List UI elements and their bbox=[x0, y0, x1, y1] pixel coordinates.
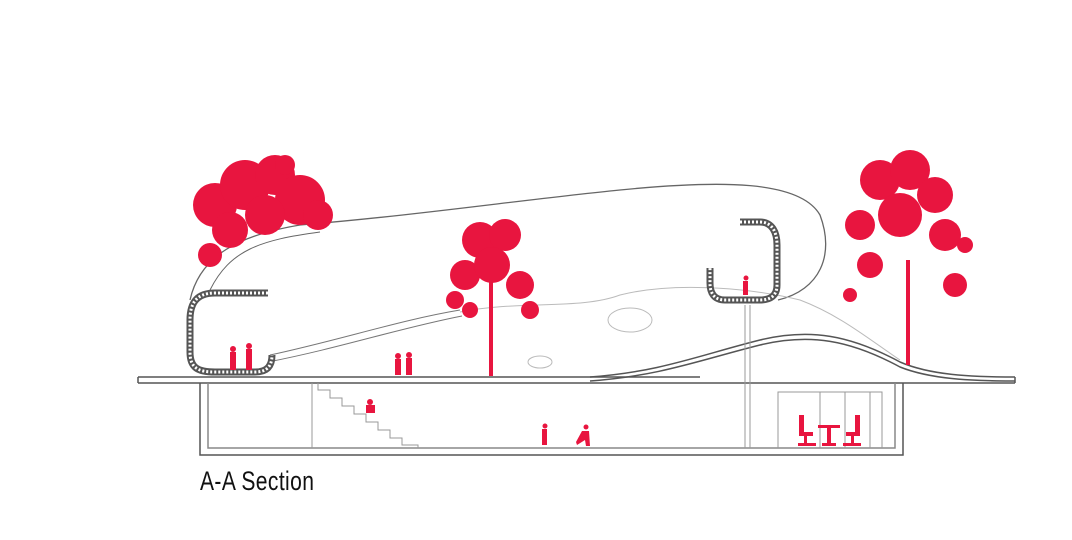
ramp bbox=[267, 309, 463, 363]
tree-middle bbox=[446, 219, 539, 376]
person bbox=[406, 352, 412, 375]
tree-right bbox=[843, 150, 973, 365]
roof-wave-inner bbox=[589, 338, 1016, 382]
person bbox=[542, 423, 548, 445]
basement-inner bbox=[207, 383, 896, 449]
room-glazing bbox=[777, 391, 883, 448]
shell-inner bbox=[209, 231, 321, 291]
person bbox=[395, 353, 401, 375]
person bbox=[230, 346, 236, 370]
basement-outer bbox=[199, 383, 904, 456]
tree-cluster-left bbox=[193, 155, 333, 267]
tube-left-hatch bbox=[188, 291, 274, 374]
tube-right-hatch bbox=[708, 220, 779, 302]
section-title: A-A Section bbox=[200, 466, 315, 496]
table bbox=[818, 425, 840, 446]
chair-left bbox=[798, 415, 816, 446]
pond-small bbox=[527, 355, 553, 369]
pond bbox=[607, 307, 653, 333]
roof-wave bbox=[589, 333, 1016, 378]
ground-slab bbox=[137, 376, 1016, 384]
stairs bbox=[317, 383, 419, 448]
person bbox=[246, 343, 252, 370]
chair-right bbox=[843, 415, 861, 446]
person bbox=[743, 275, 749, 295]
person-sitting bbox=[366, 399, 375, 413]
person-running bbox=[576, 424, 590, 446]
column bbox=[744, 305, 751, 448]
hill bbox=[459, 286, 901, 361]
